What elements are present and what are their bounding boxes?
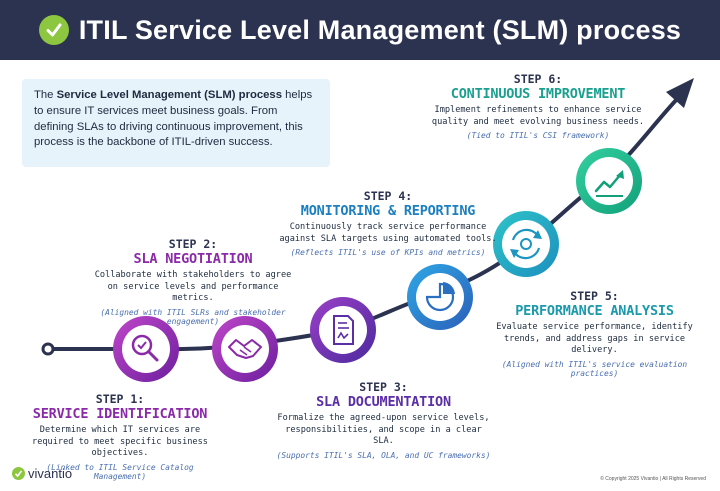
step-4-number: STEP 4:: [363, 189, 413, 203]
arrow-head-icon: [666, 78, 694, 108]
brand-logo: vivantio: [12, 466, 72, 481]
step-3-text: STEP 3: SLA DOCUMENTATION Formalize the …: [276, 380, 491, 460]
step-1-title: SERVICE IDENTIFICATION: [32, 406, 208, 422]
check-badge-icon: [38, 15, 69, 45]
step-2-note: (Aligned with ITIL SLRs and stakeholder …: [100, 307, 286, 326]
brand-check-icon: [12, 467, 25, 480]
step-4-text: STEP 4: MONITORING & REPORTING Continuou…: [278, 189, 498, 257]
step-3-circle: [310, 297, 376, 363]
brand-name: vivantio: [28, 466, 73, 481]
intro-prefix: The: [34, 89, 57, 101]
step-2-number: STEP 2:: [168, 237, 218, 251]
step-4-title: MONITORING & REPORTING: [300, 203, 476, 219]
step-2-title: SLA NEGOTIATION: [133, 251, 253, 267]
step-2-desc: Collaborate with stakeholders to agree o…: [94, 270, 292, 303]
step-3-number: STEP 3:: [359, 380, 408, 394]
step-5-number: STEP 5:: [570, 289, 619, 303]
step-6-title: CONTINUOUS IMPROVEMENT: [450, 86, 626, 102]
step-3-note: (Supports ITIL's SLA, OLA, and UC framew…: [276, 450, 491, 460]
step-1-note: (Linked to ITIL Service Catalog Manageme…: [46, 462, 194, 481]
intro-box: The Service Level Management (SLM) proce…: [22, 79, 330, 167]
step-4-note: (Reflects ITIL's use of KPIs and metrics…: [290, 248, 486, 257]
step-1-desc: Determine which IT services are required…: [32, 425, 208, 458]
header-banner: ITIL Service Level Management (SLM) proc…: [0, 0, 720, 60]
step-5-circle: [493, 211, 559, 277]
step-3-title: SLA DOCUMENTATION: [316, 394, 451, 410]
step-5-title: PERFORMANCE ANALYSIS: [515, 303, 674, 319]
step-5-desc: Evaluate service performance, identify t…: [496, 322, 693, 355]
step-1-text: STEP 1: SERVICE IDENTIFICATION Determine…: [20, 392, 220, 481]
intro-bold: Service Level Management (SLM) process: [56, 89, 283, 101]
step-6-note: (Tied to ITIL's CSI framework): [466, 131, 610, 140]
step-1-circle: [113, 316, 179, 382]
step-3-desc: Formalize the agreed-upon service levels…: [277, 413, 490, 446]
intro-rest: helps to ensure IT services meet busines…: [34, 89, 313, 149]
step-6-number: STEP 6:: [513, 72, 563, 86]
step-5-text: STEP 5: PERFORMANCE ANALYSIS Evaluate se…: [482, 289, 707, 378]
step-5-note: (Aligned with ITIL's service evaluation …: [501, 359, 688, 378]
step-4-circle: [407, 264, 473, 330]
step-6-circle: [576, 148, 642, 214]
step-2-circle: [212, 316, 278, 382]
step-2-text: STEP 2: SLA NEGOTIATION Collaborate with…: [88, 237, 298, 326]
page-title: ITIL Service Level Management (SLM) proc…: [78, 14, 682, 45]
step-6-text: STEP 6: CONTINUOUS IMPROVEMENT Implement…: [428, 72, 648, 140]
copyright-text: © Copyright 2025 Vivantio | All Rights R…: [600, 476, 706, 482]
step-1-number: STEP 1:: [95, 392, 145, 406]
step-6-desc: Implement refinements to enhance service…: [431, 105, 645, 127]
step-4-desc: Continuously track service performance a…: [279, 222, 497, 244]
